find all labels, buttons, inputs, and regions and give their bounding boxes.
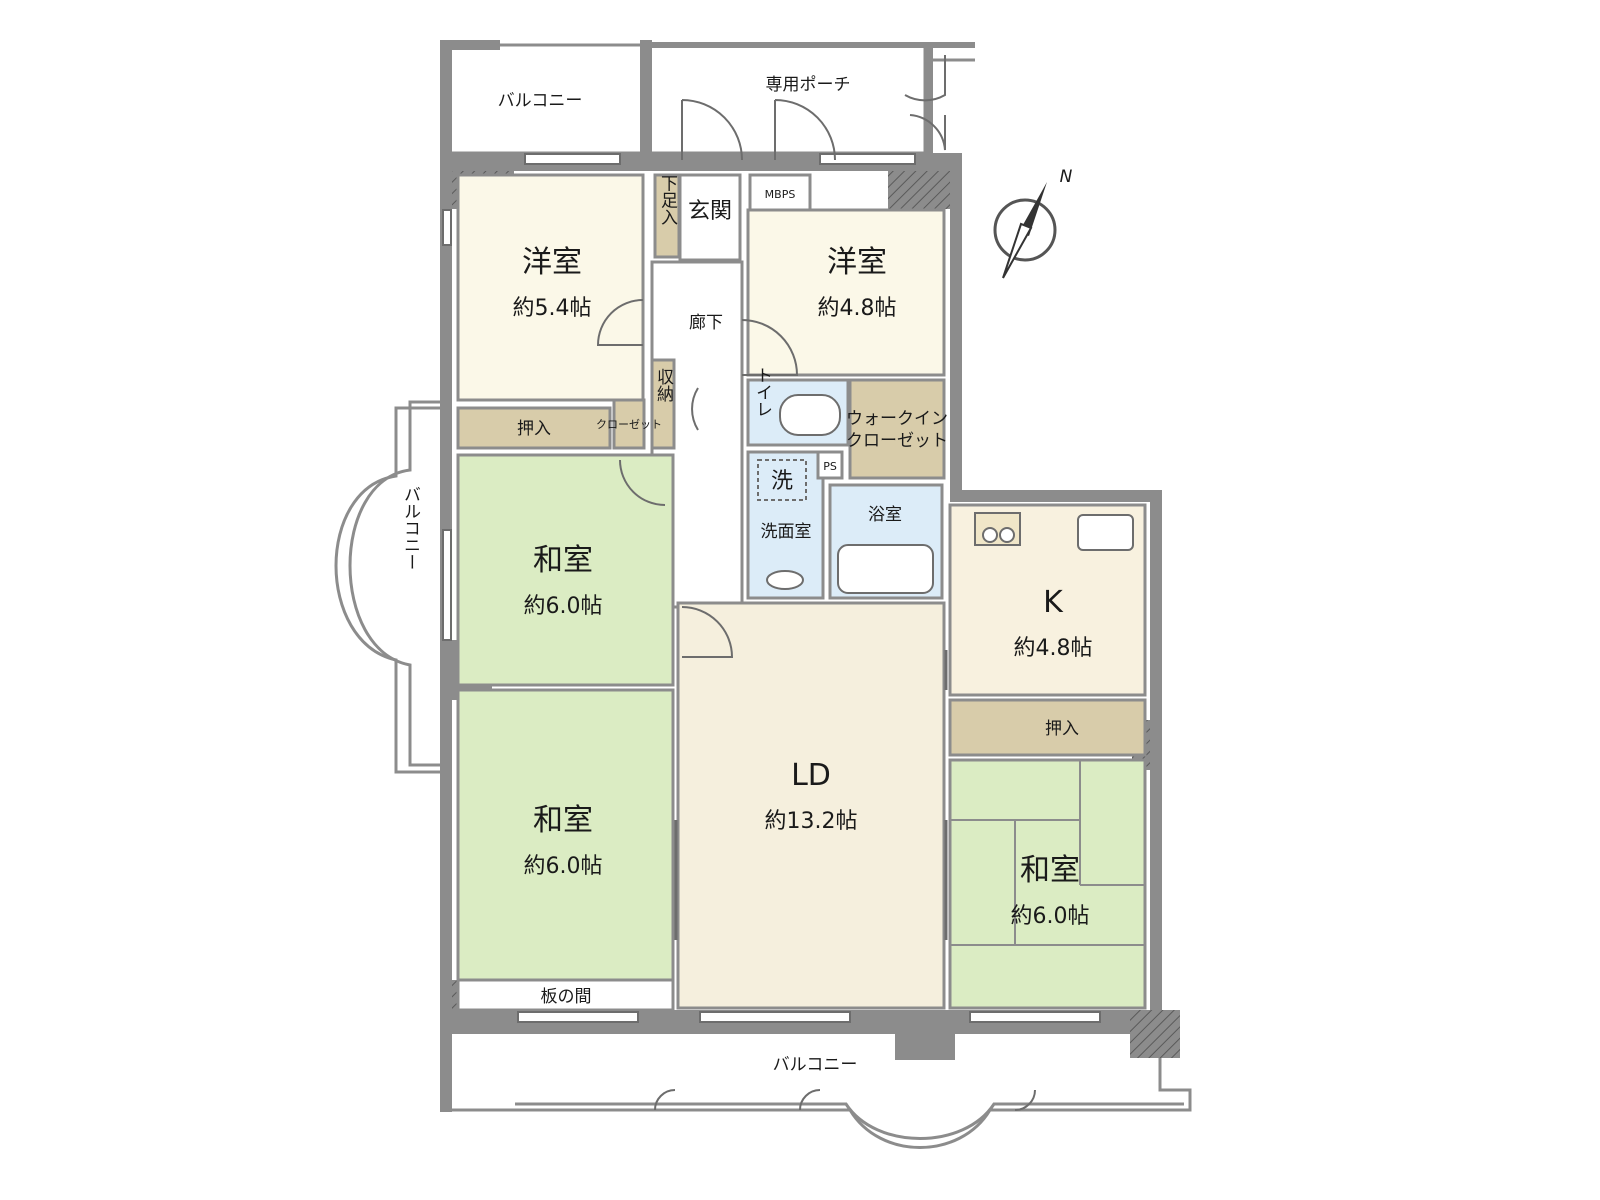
balcony-left-label: バルコニー: [400, 486, 420, 571]
western-room-1-label: 洋室: [522, 245, 582, 280]
north-label: N: [1060, 167, 1073, 187]
ps-box: [816, 450, 844, 480]
fixtures: [757, 394, 1134, 594]
wall-pillar-bottom: [895, 1030, 955, 1060]
oshiire-2-label: 押入: [1045, 719, 1079, 739]
balcony-outlines: [334, 42, 1192, 1149]
balcony-bottom-label: バルコニー: [773, 1055, 858, 1075]
entrance-floor: [678, 173, 742, 262]
walk-in-closet-label-2: クローゼット: [846, 431, 948, 451]
japanese-room-2-size: 約6.0帖: [524, 854, 603, 879]
windows: [442, 153, 1101, 1023]
sliding-doors: [674, 650, 948, 940]
walk-in-closet-label-1: ウォークイン: [846, 409, 948, 429]
japanese-room-3-size: 約6.0帖: [1011, 904, 1090, 929]
compass-icon: [993, 182, 1057, 279]
japanese-room-1: [456, 453, 675, 687]
ld-size: 約13.2帖: [765, 809, 858, 834]
bathroom-label: 浴室: [868, 505, 902, 525]
washroom-label: 洗面室: [761, 522, 812, 542]
hallway-label: 廊下: [689, 313, 723, 333]
kitchen-label: K: [1043, 585, 1064, 620]
door-swings: [596, 55, 1036, 1111]
toilet-label: トイレ: [752, 367, 772, 418]
ps-label: PS: [823, 460, 837, 473]
storage-small: [650, 358, 676, 450]
toilet-icon: [779, 394, 841, 436]
oshiire-2: [948, 698, 1147, 757]
ld-room: [676, 601, 946, 1010]
oshiire-1-label: 押入: [517, 419, 551, 439]
porch-label: 専用ポーチ: [766, 75, 851, 95]
japanese-room-1-size: 約6.0帖: [524, 594, 603, 619]
western-room-1: [456, 173, 645, 402]
washer-label: 洗: [771, 469, 793, 494]
storage-small-label: 収納: [653, 368, 674, 403]
oshiire-1: [456, 406, 612, 450]
entrance-label: 玄関: [688, 199, 732, 224]
closet-small-label: クローゼット: [596, 418, 662, 431]
shoe-box-label: 下足入: [657, 175, 678, 226]
japanese-room-2-label: 和室: [533, 803, 593, 838]
western-room-2-size: 約4.8帖: [818, 296, 897, 321]
stove-icon: [974, 512, 1021, 546]
kitchen-size: 約4.8帖: [1014, 636, 1093, 661]
washer-icon: [757, 459, 807, 501]
japanese-room-1-label: 和室: [533, 543, 593, 578]
walk-in-closet: [848, 378, 946, 480]
western-room-2: [746, 208, 946, 377]
wall-hatch-bottom-right: [1130, 1010, 1180, 1058]
shoe-box: [653, 173, 681, 259]
wood-floor-label: 板の間: [541, 987, 592, 1007]
sink-icon: [766, 570, 804, 590]
kitchen-sink-icon: [1077, 514, 1134, 551]
closet-small: [612, 398, 646, 450]
rooms: [456, 173, 1147, 1012]
balcony-top-label: バルコニー: [498, 91, 583, 111]
tatami-lines: [950, 760, 1145, 946]
wall-hatch-top-right: [888, 171, 950, 209]
ld-label: LD: [791, 758, 831, 793]
bathtub-icon: [837, 544, 934, 594]
japanese-room-2: [456, 688, 675, 982]
mbps-room: [748, 173, 812, 217]
wood-floor: [456, 978, 675, 1012]
japanese-room-3-label: 和室: [1020, 853, 1080, 888]
western-room-1-size: 約5.4帖: [513, 296, 592, 321]
mbps-label: MBPS: [765, 188, 796, 201]
western-room-2-label: 洋室: [827, 245, 887, 280]
